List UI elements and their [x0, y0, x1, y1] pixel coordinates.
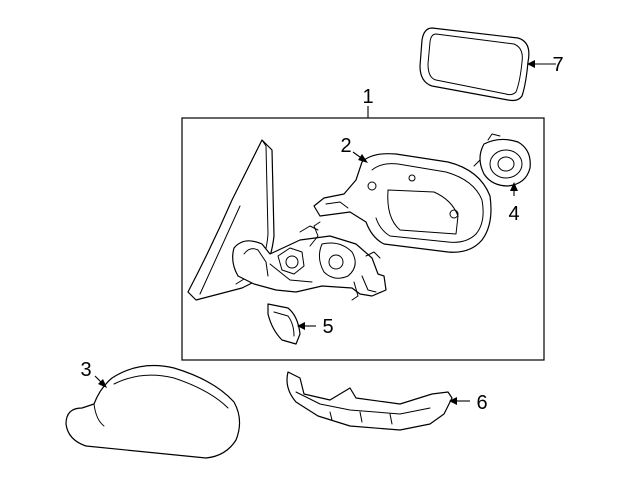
turn-signal-part-6	[286, 371, 453, 431]
actuator-motor-part-4	[473, 133, 531, 187]
callout-6: 6	[476, 392, 487, 414]
mirror-glass-part-7	[419, 27, 530, 102]
mirror-housing-part-2	[313, 153, 492, 253]
assembly-frame	[181, 117, 545, 361]
callout-5: 5	[322, 316, 333, 338]
callout-1: 1	[362, 86, 373, 108]
callout-3: 3	[80, 359, 91, 381]
leader-lines	[94, 60, 556, 405]
callout-4: 4	[508, 203, 519, 225]
callout-2: 2	[340, 135, 351, 157]
trim-clip-part-5	[267, 303, 301, 345]
motor-mechanism	[232, 221, 387, 301]
mirror-cover-part-3	[65, 364, 241, 459]
callout-7: 7	[552, 54, 563, 76]
